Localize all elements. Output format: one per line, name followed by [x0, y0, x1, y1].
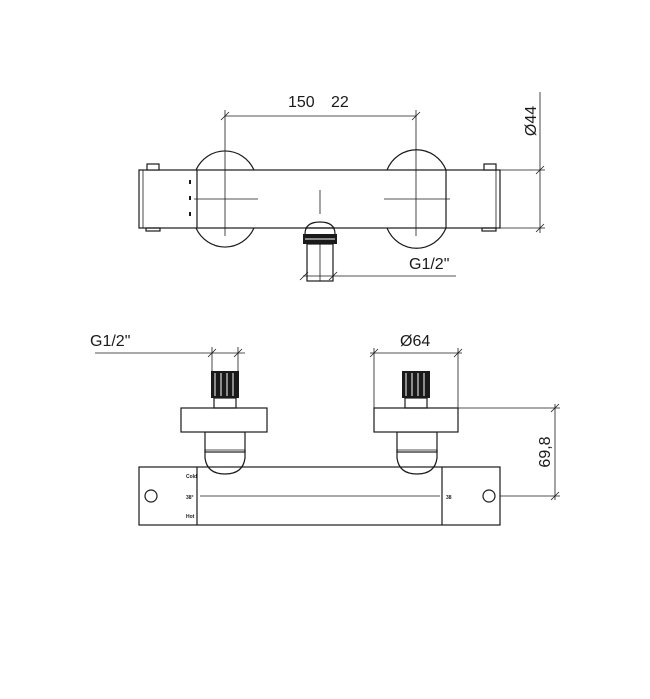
scale-label-cold: Cold: [186, 474, 197, 480]
dim-69-tick-bottom: [550, 491, 560, 501]
bottom-left-tab: [145, 227, 161, 232]
dim-d44-tick-bottom: [535, 223, 545, 233]
scale-mark-3: [189, 212, 191, 216]
dim-outlet-label: G1/2": [409, 256, 449, 273]
scale-mark-2: [189, 196, 191, 200]
dim-69-label: 69,8: [537, 436, 554, 467]
dim-150-tick-left: [220, 111, 230, 121]
right-handle-top: [386, 149, 447, 171]
left-end-hole: [144, 489, 158, 503]
left-stem: [213, 397, 237, 409]
left-elbow: [204, 450, 246, 475]
right-handle-bottom: [386, 227, 447, 249]
right-elbow: [396, 450, 438, 475]
scale-label-38: 38°: [186, 495, 194, 501]
left-handle-bottom: [195, 227, 255, 248]
left-thread-block: [211, 371, 239, 398]
right-thread-block: [402, 371, 430, 398]
dim-d44-tick-top: [535, 165, 545, 175]
dim-d44-label: Ø44: [523, 106, 540, 136]
dim-22-label: 22: [331, 94, 349, 111]
top-left-screw: [146, 163, 160, 171]
dim-inlet-label: G1/2": [90, 333, 130, 350]
scale-label-hot: Hot: [186, 514, 195, 520]
dim-150-tick-right: [411, 111, 421, 121]
right-stem: [404, 397, 428, 409]
dim-d64-label: Ø64: [400, 333, 430, 350]
scale-mark-1: [189, 180, 191, 184]
front-view: Cold 38° Hot 38 G1/2": [90, 333, 560, 526]
right-nut: [396, 431, 438, 453]
dim-150-label: 150: [288, 94, 315, 111]
top-right-screw: [483, 163, 497, 171]
right-flange: [373, 407, 459, 433]
dim-outlet-tick-left: [299, 271, 309, 281]
bottom-right-tab: [481, 227, 497, 232]
left-nut: [204, 431, 246, 453]
left-flange: [180, 407, 268, 433]
scale-label-right: 38: [446, 495, 452, 501]
dim-69-tick-top: [550, 403, 560, 413]
right-end-hole: [482, 489, 496, 503]
top-view: 150 22 Ø44 G1/2": [138, 92, 545, 282]
dim-outlet-tick-right: [328, 271, 338, 281]
